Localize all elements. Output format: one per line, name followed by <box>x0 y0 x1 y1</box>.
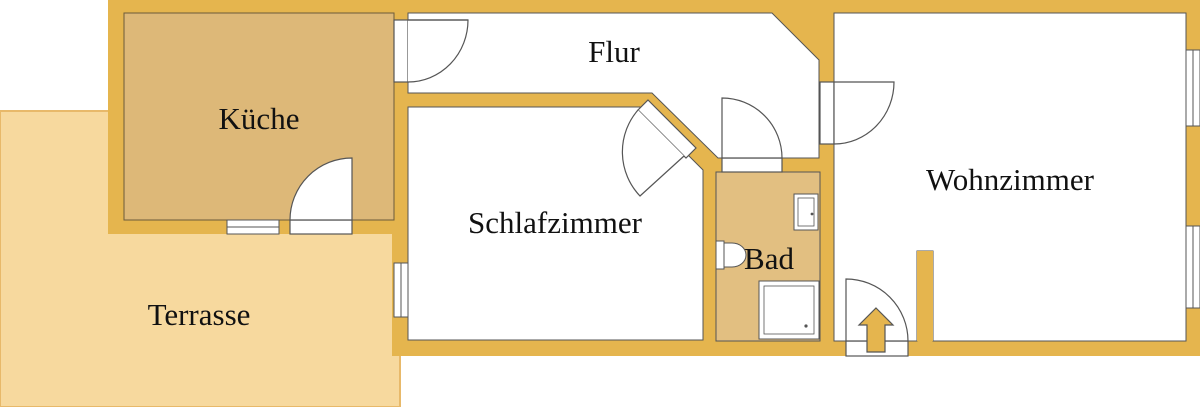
window-living-east-top <box>1185 49 1200 127</box>
room-label-living-room: Wohnzimmer <box>926 162 1095 197</box>
toilet-icon <box>715 240 747 270</box>
entrance-arrow-icon <box>857 307 895 353</box>
room-label-bedroom: Schlafzimmer <box>468 205 643 240</box>
room-label-bathroom: Bad <box>744 241 794 276</box>
shower-tray-icon <box>758 280 820 340</box>
window-bedroom-west <box>393 262 409 318</box>
door-kitchen-terrace <box>289 157 353 235</box>
door-kitchen-hallway <box>393 19 469 83</box>
room-label-hallway: Flur <box>588 34 640 69</box>
door-bathroom <box>721 97 783 173</box>
door-living-room <box>819 81 895 145</box>
room-label-kitchen: Küche <box>219 101 300 136</box>
door-bedroom <box>621 99 697 197</box>
partition-wall <box>917 251 933 341</box>
window-kitchen-south <box>226 219 280 235</box>
room-label-terrace: Terrasse <box>148 297 251 332</box>
sink-icon <box>793 193 819 231</box>
window-living-east-bottom <box>1185 225 1200 309</box>
